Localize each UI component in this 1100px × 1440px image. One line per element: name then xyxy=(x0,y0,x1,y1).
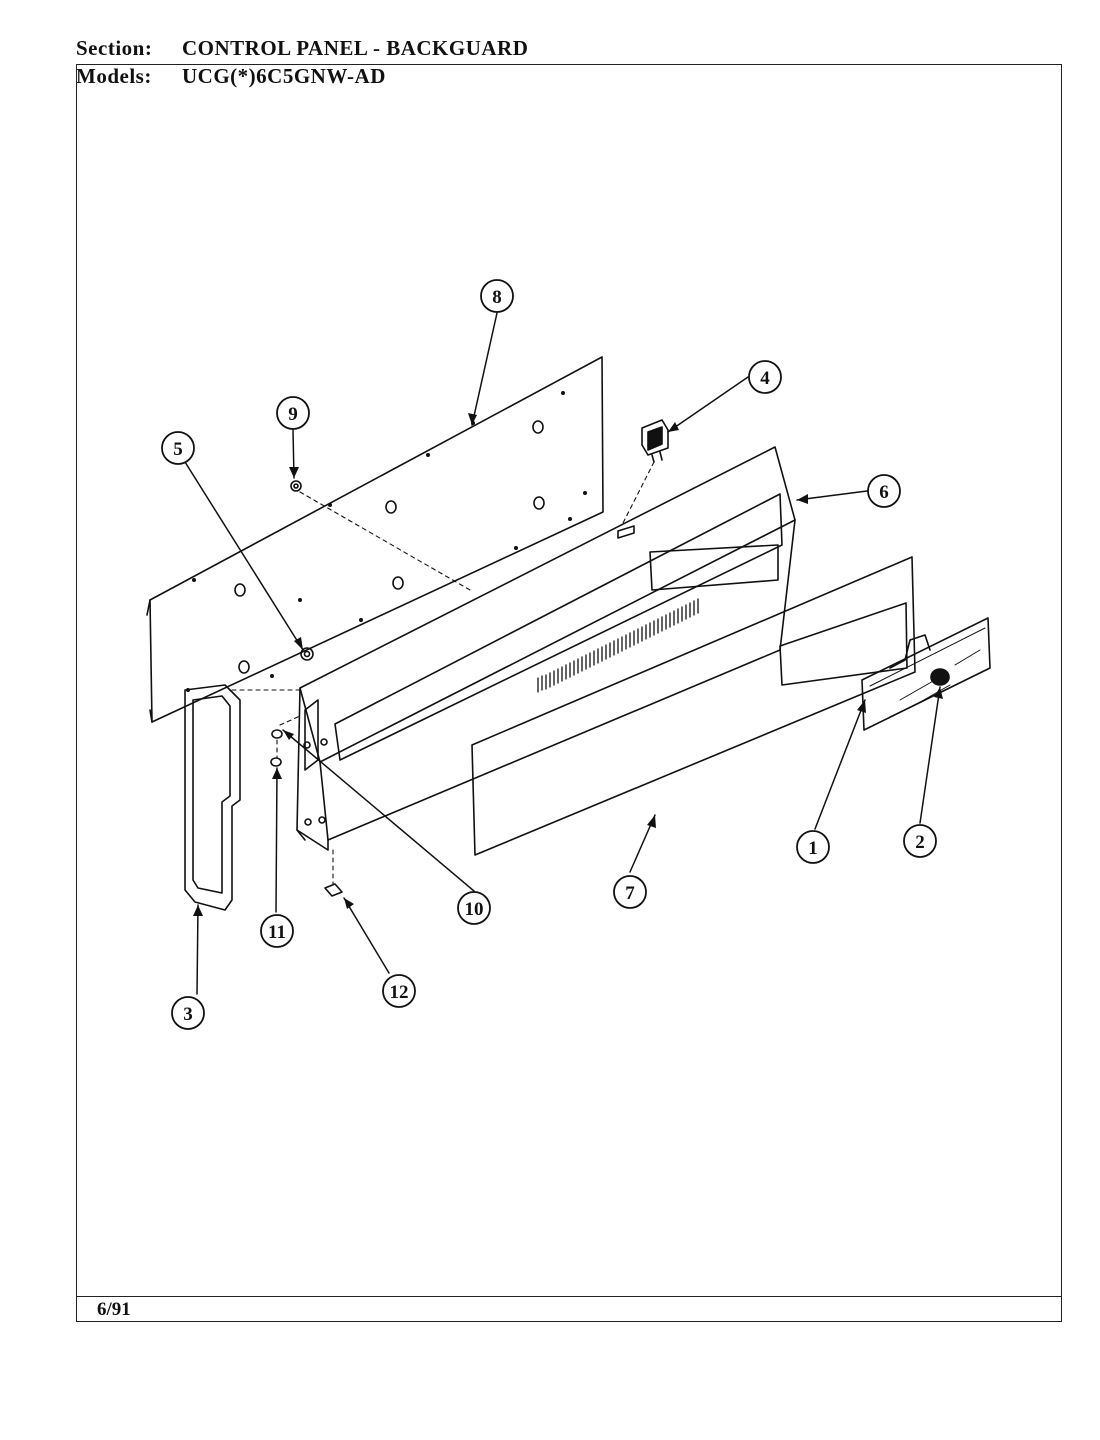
callout-8: 8 xyxy=(492,287,502,308)
part-11-nut xyxy=(270,757,282,767)
part-10-clip xyxy=(271,729,283,739)
section-label: Section: xyxy=(76,36,153,60)
part-12-bracket xyxy=(324,883,343,897)
part-1-control-insert xyxy=(861,617,991,731)
part-9-screw xyxy=(290,480,302,492)
callout-5: 5 xyxy=(173,439,183,460)
callout-circles xyxy=(161,279,937,1030)
part-4-switch xyxy=(641,419,669,463)
callout-6: 6 xyxy=(879,482,889,503)
revision-date: 6/91 xyxy=(97,1299,131,1320)
callout-4: 4 xyxy=(760,368,770,389)
part-3-end-cap xyxy=(184,684,241,911)
callout-7: 7 xyxy=(625,883,635,904)
diagram-frame xyxy=(76,64,1062,1322)
footer-divider xyxy=(76,1296,1062,1297)
callout-10: 10 xyxy=(465,899,484,920)
callout-9: 9 xyxy=(288,404,298,425)
part-8-rear-panel xyxy=(146,356,604,723)
arrowheads xyxy=(193,413,943,916)
callout-11: 11 xyxy=(268,922,286,943)
part-6-vent-slots xyxy=(537,598,699,693)
models-value: UCG(*)6C5GNW-AD xyxy=(182,64,386,88)
part-5-screw xyxy=(300,647,314,661)
part-7-front-panel xyxy=(471,556,916,856)
callout-1: 1 xyxy=(808,838,818,859)
part-2-knob xyxy=(930,668,950,686)
section-title: CONTROL PANEL - BACKGUARD xyxy=(182,36,529,60)
callout-12: 12 xyxy=(390,982,409,1003)
part-6-backguard xyxy=(296,446,796,851)
callout-2: 2 xyxy=(915,832,925,853)
leader-lines xyxy=(184,312,941,995)
assembly-lines xyxy=(231,461,655,885)
models-label: Models: xyxy=(76,64,152,88)
callout-3: 3 xyxy=(183,1004,193,1025)
